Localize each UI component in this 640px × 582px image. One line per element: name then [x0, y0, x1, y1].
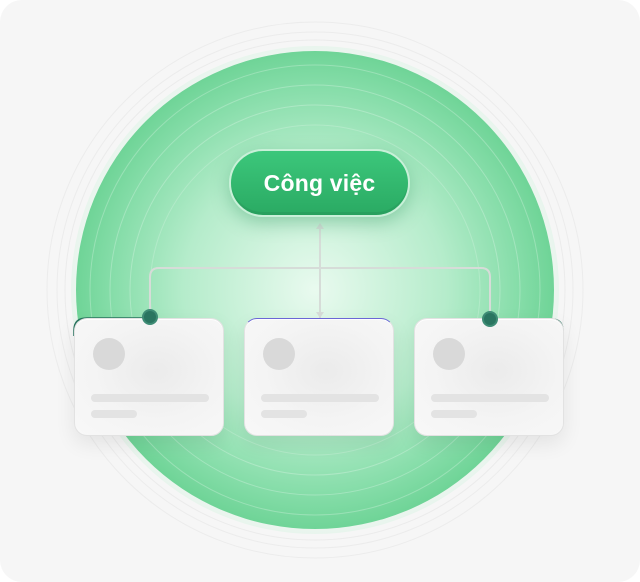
child-card-2[interactable] [244, 318, 394, 436]
child-card-3[interactable] [414, 318, 564, 436]
avatar-placeholder [93, 338, 125, 370]
text-placeholder-line-short [261, 410, 307, 418]
text-placeholder-line [431, 394, 549, 402]
root-node-label: Công việc [263, 169, 376, 196]
text-placeholder-line [261, 394, 379, 402]
connector-dot-left [142, 309, 158, 325]
child-card-1[interactable] [74, 318, 224, 436]
text-placeholder-line-short [431, 410, 477, 418]
avatar-placeholder [433, 338, 465, 370]
root-node[interactable]: Công việc [229, 149, 410, 217]
connector-dot-right [482, 311, 498, 327]
avatar-placeholder [263, 338, 295, 370]
text-placeholder-line-short [91, 410, 137, 418]
text-placeholder-line [91, 394, 209, 402]
